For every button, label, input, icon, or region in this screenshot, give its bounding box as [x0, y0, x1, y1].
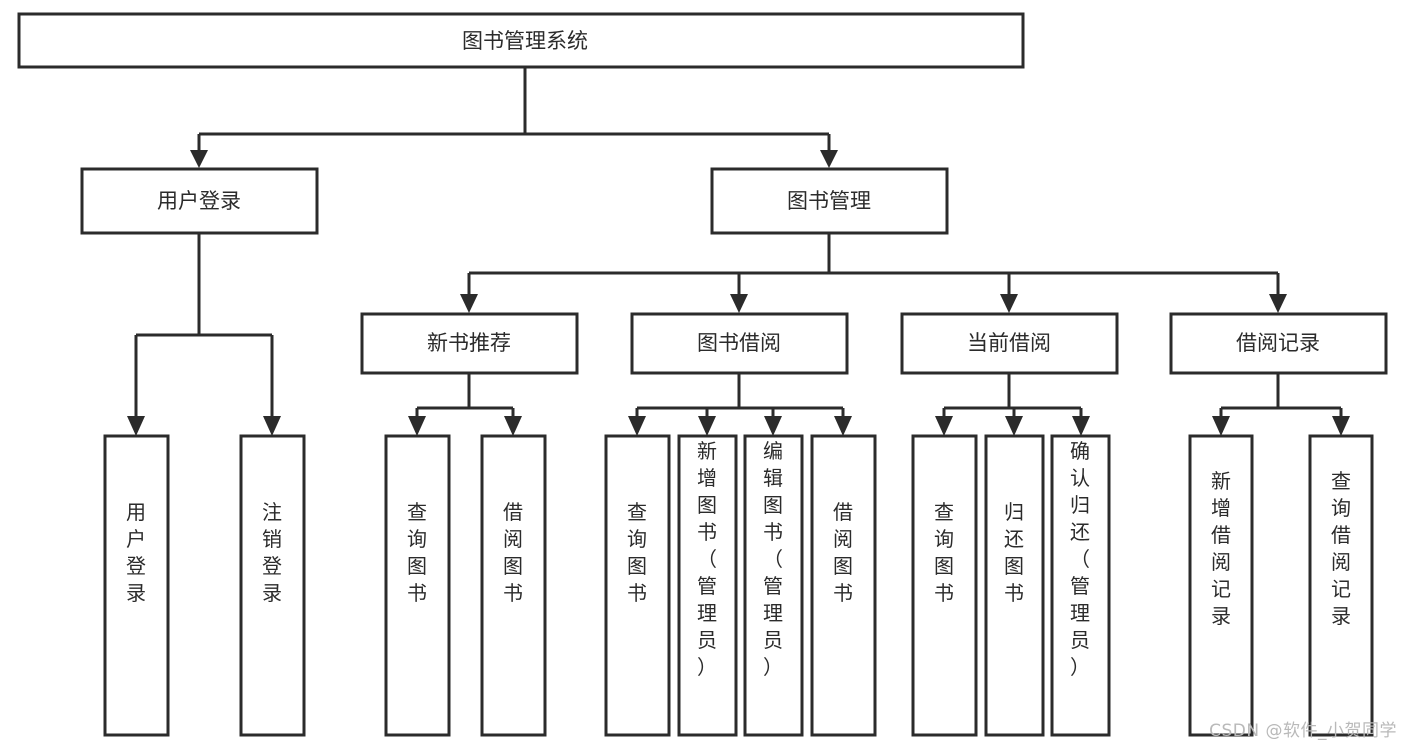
- node-leaf-add-book-box[interactable]: [677, 434, 738, 737]
- arrow-head-leaf-edit-book: [764, 416, 782, 436]
- node-root-label: 图书管理系统: [462, 29, 588, 53]
- arrow-head-current-borrow: [1000, 294, 1018, 313]
- node-leaf-query-book-borrow[interactable]: 查询图书: [604, 434, 671, 737]
- arrow-head-leaf-add-record: [1212, 416, 1230, 436]
- node-user-login-label: 用户登录: [157, 189, 241, 213]
- node-leaf-logout-label: 注销登录: [262, 500, 282, 605]
- connector-group-new-book-rec: [408, 374, 522, 436]
- node-new-book-recommend[interactable]: 新书推荐: [360, 312, 579, 375]
- arrow-head-new-book-rec: [460, 294, 478, 313]
- node-current-borrow[interactable]: 当前借阅: [900, 312, 1119, 375]
- node-root-box[interactable]: [17, 12, 1025, 69]
- node-book-borrow-label: 图书借阅: [697, 331, 781, 355]
- connector-group-current-borrow: [935, 374, 1090, 436]
- arrow-head-leaf-user-login: [127, 416, 145, 436]
- node-borrow-record-box[interactable]: [1169, 312, 1388, 375]
- arrow-head-leaf-confirm-return: [1072, 416, 1090, 436]
- arrow-head-book-mgmt: [820, 150, 838, 168]
- node-leaf-query-borrow-record-label: 查询借阅记录: [1331, 469, 1351, 628]
- node-leaf-query-borrow-record[interactable]: 查询借阅记录: [1308, 434, 1374, 737]
- node-leaf-add-book[interactable]: 新增图书（管理员）: [677, 434, 738, 737]
- node-leaf-query-book-rec-label: 查询图书: [407, 500, 427, 605]
- node-book-management-label: 图书管理: [787, 189, 871, 213]
- node-leaf-logout[interactable]: 注销登录: [239, 434, 306, 737]
- node-leaf-borrow-book-rec-box[interactable]: [480, 434, 547, 737]
- node-leaf-edit-book-box[interactable]: [743, 434, 804, 737]
- node-leaf-query-book-current[interactable]: 查询图书: [911, 434, 978, 737]
- node-leaf-query-book-rec-box[interactable]: [384, 434, 451, 737]
- node-leaf-user-login[interactable]: 用户登录: [103, 434, 170, 737]
- node-leaf-add-borrow-record-box[interactable]: [1188, 434, 1254, 737]
- node-leaf-borrow-book-label: 借阅图书: [833, 500, 853, 605]
- node-new-book-recommend-label: 新书推荐: [427, 331, 511, 355]
- node-current-borrow-label: 当前借阅: [967, 331, 1051, 355]
- node-leaf-user-login-box[interactable]: [103, 434, 170, 737]
- node-leaf-query-book-borrow-label: 查询图书: [627, 500, 647, 605]
- connector-group-borrow-record: [1212, 374, 1350, 436]
- node-borrow-record[interactable]: 借阅记录: [1169, 312, 1388, 375]
- node-leaf-borrow-book[interactable]: 借阅图书: [810, 434, 877, 737]
- node-leaf-confirm-return-label: 确认归还（管理员）: [1070, 439, 1090, 679]
- node-book-borrow[interactable]: 图书借阅: [630, 312, 849, 375]
- connector-group-root: [190, 67, 838, 168]
- node-leaf-query-book-rec[interactable]: 查询图书: [384, 434, 451, 737]
- node-leaf-borrow-book-rec[interactable]: 借阅图书: [480, 434, 547, 737]
- node-user-login[interactable]: 用户登录: [80, 167, 319, 235]
- node-leaf-return-book[interactable]: 归还图书: [984, 434, 1045, 737]
- node-book-borrow-box[interactable]: [630, 312, 849, 375]
- node-leaf-query-book-current-label: 查询图书: [934, 500, 954, 605]
- node-current-borrow-box[interactable]: [900, 312, 1119, 375]
- node-book-management-box[interactable]: [710, 167, 949, 235]
- node-new-book-recommend-box[interactable]: [360, 312, 579, 375]
- node-leaf-add-borrow-record[interactable]: 新增借阅记录: [1188, 434, 1254, 737]
- node-leaf-edit-book[interactable]: 编辑图书（管理员）: [743, 434, 804, 737]
- node-leaf-confirm-return[interactable]: 确认归还（管理员）: [1050, 434, 1111, 737]
- arrow-head-leaf-query-record: [1332, 416, 1350, 436]
- node-leaf-confirm-return-box[interactable]: [1050, 434, 1111, 737]
- connector-group-book-borrow: [628, 374, 852, 436]
- node-leaf-add-borrow-record-label: 新增借阅记录: [1211, 469, 1231, 628]
- csdn-watermark: CSDN @软件_小贺同学: [1209, 721, 1397, 741]
- arrow-head-leaf-logout: [263, 416, 281, 436]
- node-borrow-record-label: 借阅记录: [1236, 331, 1320, 355]
- node-leaf-borrow-book-box[interactable]: [810, 434, 877, 737]
- arrow-head-leaf-add-book: [698, 416, 716, 436]
- arrow-head-leaf-query-book-3: [935, 416, 953, 436]
- arrow-head-user-login: [190, 150, 208, 168]
- arrow-head-book-borrow: [730, 294, 748, 313]
- arrow-head-borrow-record: [1269, 294, 1287, 313]
- arrow-head-leaf-return-book: [1005, 416, 1023, 436]
- node-leaf-borrow-book-rec-label: 借阅图书: [503, 500, 523, 605]
- connector-group-book-mgmt: [460, 233, 1287, 313]
- arrow-head-leaf-query-book-2: [628, 416, 646, 436]
- node-leaf-query-borrow-record-box[interactable]: [1308, 434, 1374, 737]
- node-leaf-return-book-label: 归还图书: [1004, 500, 1024, 605]
- node-leaf-logout-box[interactable]: [239, 434, 306, 737]
- node-user-login-box[interactable]: [80, 167, 319, 235]
- node-leaf-return-book-box[interactable]: [984, 434, 1045, 737]
- arrow-head-leaf-borrow-book-2: [834, 416, 852, 436]
- node-leaf-query-book-current-box[interactable]: [911, 434, 978, 737]
- node-root[interactable]: 图书管理系统: [17, 12, 1025, 69]
- node-leaf-add-book-label: 新增图书（管理员）: [697, 439, 717, 679]
- connector-group-user-login: [127, 233, 281, 436]
- arrow-head-leaf-borrow-book-1: [504, 416, 522, 436]
- node-leaf-user-login-label: 用户登录: [126, 500, 146, 605]
- node-book-management[interactable]: 图书管理: [710, 167, 949, 235]
- node-leaf-query-book-borrow-box[interactable]: [604, 434, 671, 737]
- arrow-head-leaf-query-book-1: [408, 416, 426, 436]
- node-leaf-edit-book-label: 编辑图书（管理员）: [763, 439, 783, 679]
